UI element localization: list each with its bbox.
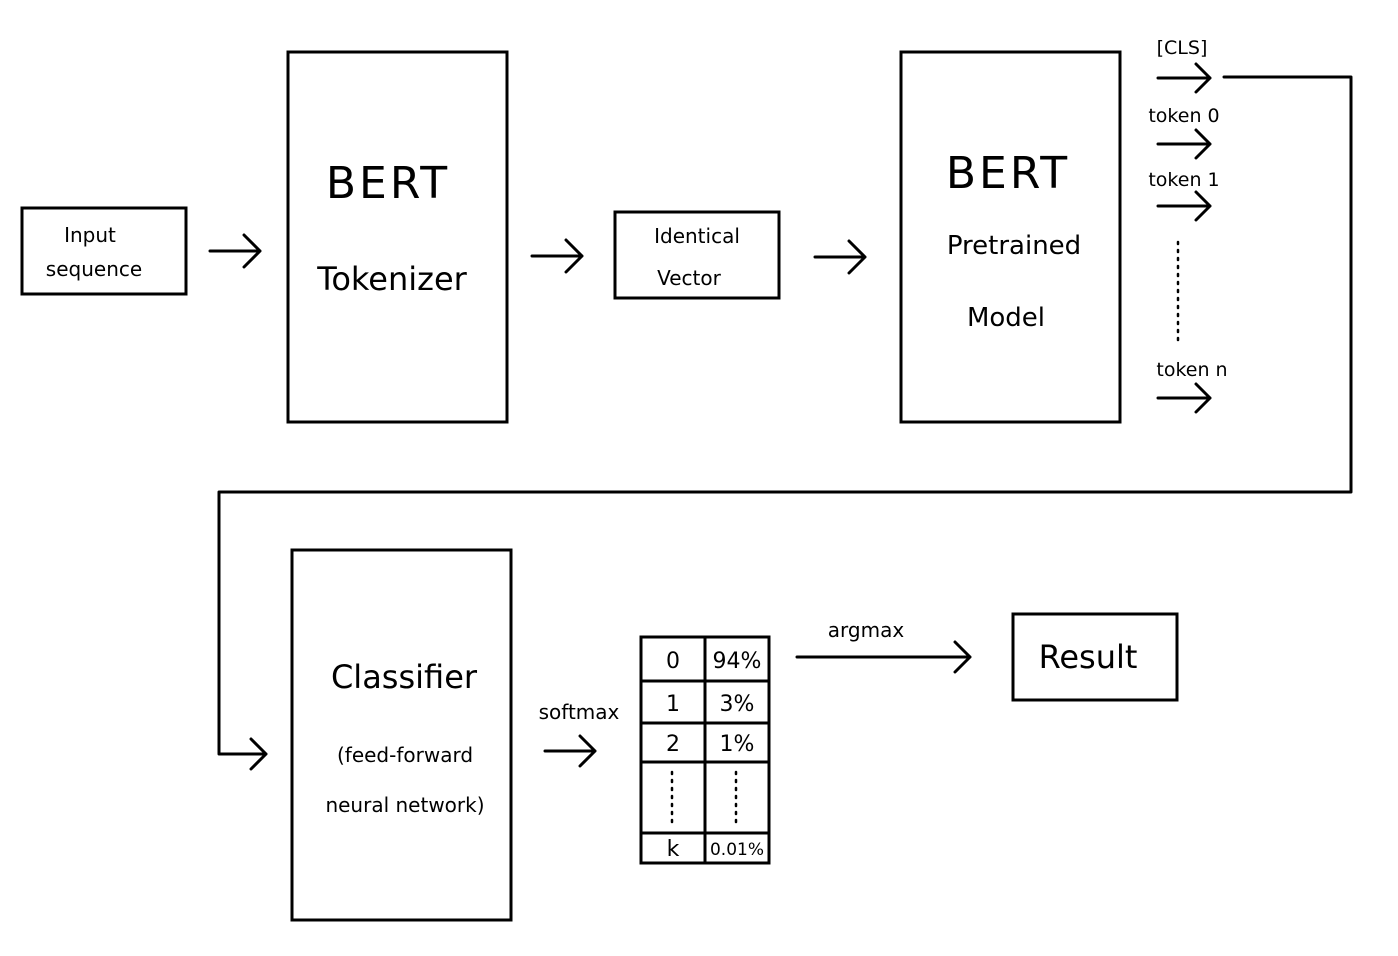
identical-vector-line2: Vector [657,266,722,290]
output-token0-arrow [1156,128,1212,160]
result-label: Result [1039,638,1138,676]
softmax-edge: softmax [539,700,620,768]
output-token1-label: token 1 [1148,169,1219,191]
input-sequence-line1: Input [64,223,116,247]
table-ellipsis [670,770,738,824]
table-class-cell: k [667,837,680,862]
bert-pretrained-title: BERT [946,148,1070,199]
probability-table: 0 94% 1 3% 2 1% k 0.01% [639,635,771,865]
classifier-box [290,548,513,922]
table-class-cell: 2 [666,732,680,757]
classifier-node: Classifier (feed-forward neural network) [290,548,513,922]
input-sequence-line2: sequence [46,257,142,281]
bert-tokenizer-node: BERT Tokenizer [286,50,509,424]
table-prob-cell: 3% [720,692,755,717]
output-tokenn-label: token n [1156,359,1227,381]
table-row: 0 94% [666,649,761,674]
result-node: Result [1011,612,1179,702]
table-prob-cell: 0.01% [710,840,764,860]
table-row: k 0.01% [667,837,764,862]
argmax-label: argmax [828,618,905,642]
bert-pretrained-box [899,50,1122,424]
bert-pretrained-line1: Pretrained [947,231,1081,261]
classifier-line1: (feed-forward [337,743,473,767]
argmax-arrow [795,640,972,674]
argmax-edge: argmax [795,618,972,674]
input-sequence-box [20,206,188,296]
output-token1-arrow [1156,190,1212,222]
arrow-input-to-tokenizer [208,233,262,269]
bert-tokenizer-subtitle: Tokenizer [316,260,467,298]
model-outputs: [CLS] token 0 token 1 token n [1148,37,1228,414]
identical-vector-box [613,210,781,300]
table-row: 2 1% [666,732,754,757]
bert-tokenizer-title: BERT [326,158,450,209]
identical-vector-node: Identical Vector [613,210,781,300]
softmax-label: softmax [539,700,620,724]
identical-vector-line1: Identical [654,224,740,248]
table-prob-cell: 94% [713,649,762,674]
input-sequence-node: Input sequence [20,206,188,296]
arrow-tokenizer-to-vector [530,238,584,274]
arrow-vector-to-model [813,239,867,275]
classifier-title: Classifier [331,658,478,696]
bert-pretrained-line2: Model [967,303,1045,333]
table-class-cell: 1 [666,692,680,717]
result-box [1011,612,1179,702]
table-prob-cell: 1% [720,732,755,757]
bert-pretrained-node: BERT Pretrained Model [899,50,1122,424]
output-cls-arrow [1156,62,1212,94]
output-tokenn-arrow [1156,382,1212,414]
output-cls-label: [CLS] [1157,37,1208,59]
output-token0-label: token 0 [1148,105,1219,127]
bert-tokenizer-box [286,50,509,424]
classifier-line2: neural network) [325,793,484,817]
table-class-cell: 0 [666,649,680,674]
probability-table-row-lines [639,679,771,835]
table-row: 1 3% [666,692,754,717]
softmax-arrow [543,734,597,768]
cls-to-classifier-connector [217,75,1353,771]
